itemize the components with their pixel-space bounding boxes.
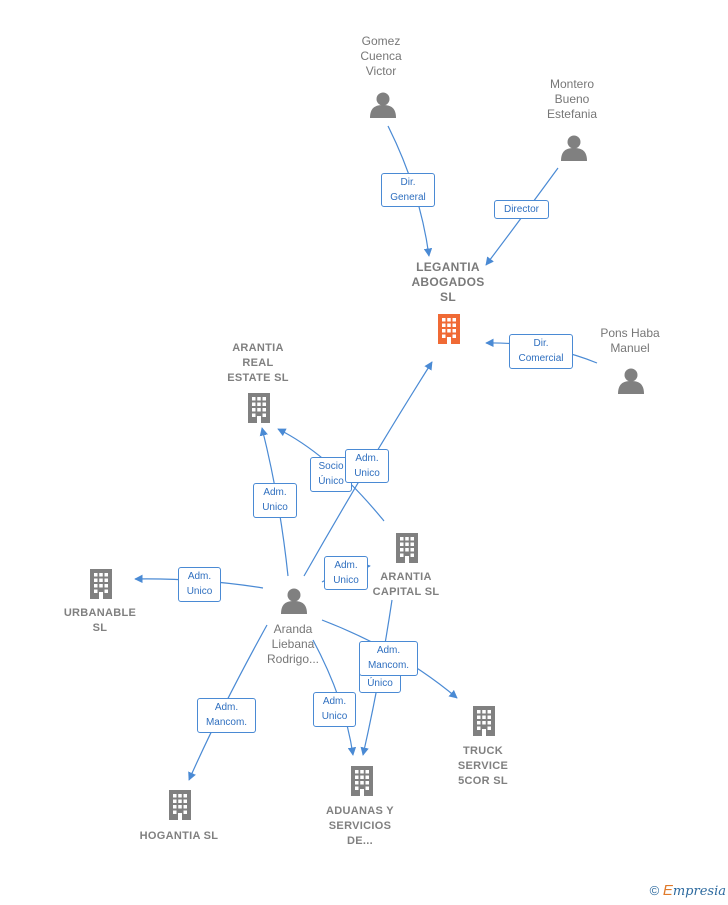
edge-label-aranda-hogantia: Adm.Mancom. [197,698,256,733]
edge-label-aranda-real: Adm.Unico [253,483,297,518]
person-icon[interactable] [561,135,587,162]
building-icon[interactable] [396,533,418,563]
building-icon[interactable] [473,706,495,736]
building-icon[interactable] [90,569,112,599]
brand-name: mpresia [672,884,726,899]
building-icon[interactable] [351,766,373,796]
copyright-icon: © [649,883,660,898]
brand-initial: E [662,882,673,899]
edge-label-gomez-legantia: Dir.General [381,173,435,207]
edge-label-aranda-legantia: Adm.Unico [345,449,389,483]
person-icon[interactable] [618,368,644,395]
building-icon[interactable] [248,393,270,423]
edge-label-aranda-truck: Adm.Mancom. [359,641,418,676]
person-icon[interactable] [281,588,307,615]
edge-label-montero-legantia: Director [494,200,549,219]
edge-label-aranda-aduanas: Adm.Unico [313,692,356,727]
empresia-logo: © Empresia [650,882,726,899]
person-icon[interactable] [370,92,396,119]
edge-label-aranda-urbanable: Adm.Unico [178,567,221,602]
building-icon[interactable] [438,314,460,344]
edge-label-aranda-capital: Adm.Unico [324,556,368,590]
building-icon[interactable] [169,790,191,820]
node-label-hogantia[interactable]: HOGANTIA SL [139,830,219,842]
edge-label-pons-legantia: Dir.Comercial [509,334,573,369]
